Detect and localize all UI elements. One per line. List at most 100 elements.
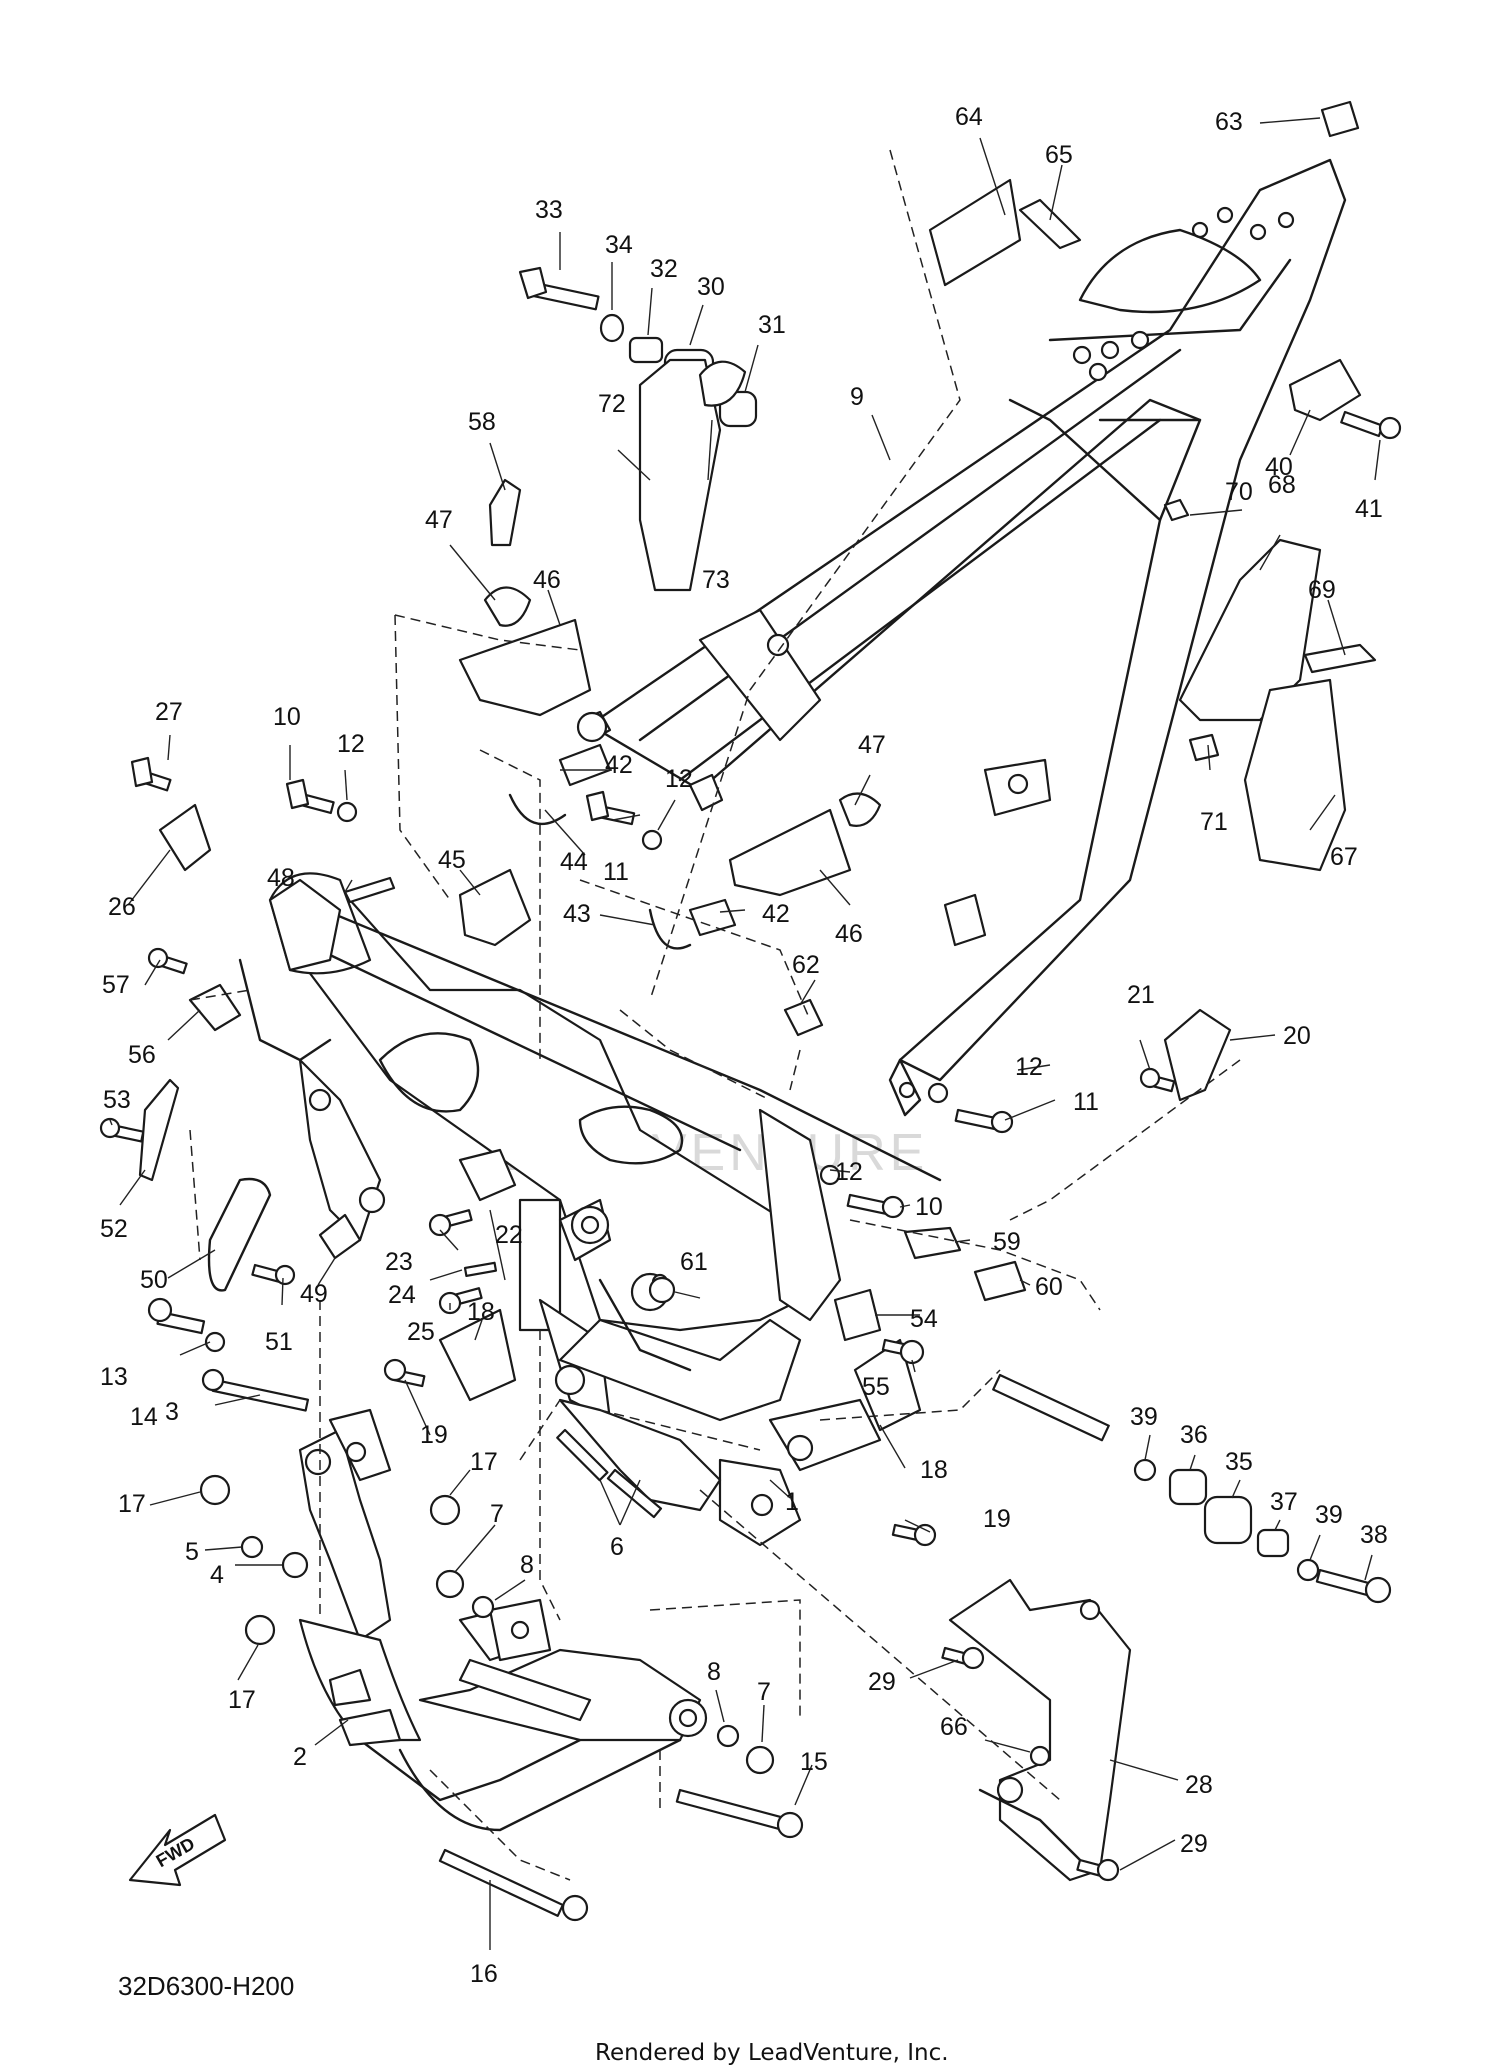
label-48: [343, 876, 396, 904]
callout-49: 49: [300, 1280, 328, 1308]
callout-24: 24: [388, 1281, 416, 1309]
band-43: [648, 908, 692, 950]
bolt-15: [675, 1788, 804, 1839]
bolt-19-left: [383, 1358, 426, 1388]
callout-46-upper: 46: [533, 566, 561, 594]
bolt-27: [130, 756, 172, 792]
bolt-11-right: [954, 1108, 1014, 1134]
diagram-code: 32D6300-H200: [118, 1971, 294, 2001]
clip-70: [1163, 498, 1190, 522]
band-73: [698, 360, 747, 407]
callout-12-upper: 12: [337, 730, 365, 758]
callout-71: 71: [1200, 808, 1228, 836]
callout-58: 58: [468, 408, 496, 436]
front-lower-frame: [298, 1408, 708, 1832]
callout-59: 59: [993, 1228, 1021, 1256]
callout-2: 2: [293, 1743, 307, 1771]
collar-37: [1256, 1528, 1290, 1558]
bracket-54: [833, 1288, 882, 1342]
callout-70: 70: [1225, 478, 1253, 506]
screw-24: [463, 1261, 498, 1277]
clip-49: [318, 1213, 362, 1260]
callout-72: 72: [598, 390, 626, 418]
callout-42-upper: 42: [605, 751, 633, 779]
band-44: [508, 793, 567, 825]
washer-12-right: [927, 1082, 949, 1104]
callout-7-lower: 7: [757, 1678, 771, 1706]
clamp-69: [1303, 643, 1377, 674]
bolt-29-lower: [1076, 1858, 1120, 1882]
main-frame: [268, 872, 942, 1547]
plate-46-upper: [458, 618, 592, 717]
bolt-29-upper: [941, 1646, 985, 1670]
washer-12-upper: [336, 801, 358, 823]
bolt-3: [201, 1368, 310, 1412]
bracket-18-left: [438, 1308, 517, 1402]
grommet-62: [783, 998, 824, 1037]
callout-46-lower: 46: [835, 920, 863, 948]
clip-63: [1320, 100, 1360, 138]
callout-37: 37: [1270, 1488, 1298, 1516]
label-64: [928, 178, 1022, 287]
callout-26: 26: [108, 893, 136, 921]
bracket-40: [1288, 358, 1362, 422]
nut-7-upper: [435, 1569, 465, 1599]
callout-67: 67: [1330, 843, 1358, 871]
callout-45: 45: [438, 846, 466, 874]
bolt-13: [147, 1297, 206, 1335]
callout-60: 60: [1035, 1273, 1063, 1301]
callout-13: 13: [100, 1363, 128, 1391]
callout-39-left: 39: [1130, 1403, 1158, 1431]
collar-61: [648, 1276, 676, 1304]
nut-17-lower: [244, 1614, 276, 1646]
pivot-shaft: [992, 1373, 1110, 1442]
callout-68: 68: [1268, 471, 1296, 499]
callout-9: 9: [850, 383, 864, 411]
callout-5: 5: [185, 1538, 199, 1566]
callout-12-mid: 12: [665, 765, 693, 793]
callout-55: 55: [862, 1373, 890, 1401]
callout-15: 15: [800, 1748, 828, 1776]
dashed-groupings: [189, 149, 1241, 1881]
bolt-33: [518, 266, 600, 311]
washer-14: [204, 1331, 226, 1353]
callout-21: 21: [1127, 981, 1155, 1009]
callout-23: 23: [385, 1248, 413, 1276]
bolt-10-upper: [285, 778, 335, 815]
callout-69: 69: [1308, 576, 1336, 604]
callout-41: 41: [1355, 495, 1383, 523]
callout-19-left: 19: [420, 1421, 448, 1449]
callout-64: 64: [955, 103, 983, 131]
callout-8-lower: 8: [707, 1658, 721, 1686]
washer-12-mid: [641, 829, 663, 851]
washer-8-upper: [471, 1595, 495, 1619]
callout-18-right: 18: [920, 1456, 948, 1484]
callout-22: 22: [495, 1221, 523, 1249]
callout-3: 3: [165, 1398, 179, 1426]
bolt-21: [1139, 1067, 1176, 1093]
callout-18-left: 18: [467, 1298, 495, 1326]
clamp-42-upper: [558, 743, 612, 787]
callout-62: 62: [792, 951, 820, 979]
callout-38: 38: [1360, 1521, 1388, 1549]
bracket-52: [138, 1078, 180, 1182]
callout-6: 6: [610, 1533, 624, 1561]
callout-47-upper: 47: [425, 506, 453, 534]
bolt-41: [1340, 410, 1402, 440]
callout-27: 27: [155, 698, 183, 726]
washer-39-left: [1133, 1458, 1157, 1482]
callout-53: 53: [103, 1086, 131, 1114]
clip-71: [1188, 733, 1220, 762]
bolt-16: [438, 1848, 589, 1922]
leader-lines: [109, 117, 1381, 1950]
callout-11-right: 11: [1073, 1088, 1099, 1116]
fwd-arrow-icon: FWD: [128, 1813, 227, 1887]
callout-33: 33: [535, 196, 563, 224]
nut-17-mid: [429, 1494, 461, 1526]
callout-14: 14: [130, 1403, 158, 1431]
bolt-53: [99, 1117, 145, 1143]
callout-8-upper: 8: [520, 1551, 534, 1579]
callout-54: 54: [910, 1305, 938, 1333]
bushing-35: [1203, 1495, 1253, 1545]
